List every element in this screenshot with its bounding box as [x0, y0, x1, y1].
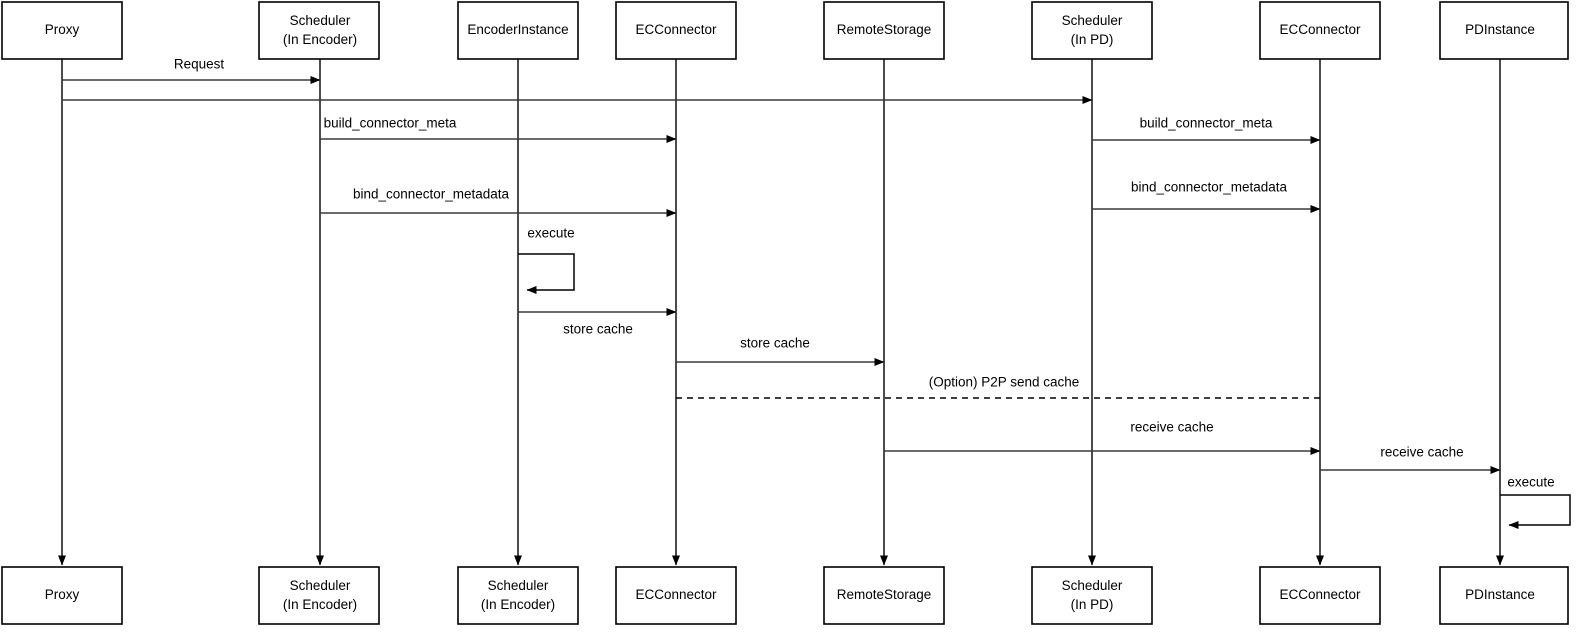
message-m7[interactable]: store cache: [518, 308, 677, 337]
message-m8[interactable]: store cache: [676, 336, 885, 366]
participant-bottom-box[interactable]: [258, 566, 380, 625]
message-m10[interactable]: receive cache: [884, 420, 1321, 455]
participant-bottom-label-line1: PDInstance: [1465, 587, 1535, 602]
message-m3[interactable]: build_connector_meta: [320, 116, 677, 143]
participant-top-remote_store[interactable]: RemoteStorage: [823, 1, 945, 60]
message-label: receive cache: [1380, 445, 1463, 460]
message-m11[interactable]: receive cache: [1320, 445, 1501, 474]
participant-top-label-line2: (In Encoder): [283, 32, 357, 47]
messages-layer: Request build_connector_meta build_connect…: [62, 57, 1501, 474]
participant-top-label-line1: EncoderInstance: [467, 22, 568, 37]
participant-top-box[interactable]: [1031, 1, 1153, 60]
participant-bottom-box[interactable]: [1031, 566, 1153, 625]
message-label: build_connector_meta: [1140, 116, 1273, 131]
participant-top-box[interactable]: [1, 1, 123, 60]
participant-top-sched_enc[interactable]: Scheduler (In Encoder): [258, 1, 380, 60]
participant-boxes-top: Proxy Scheduler (In Encoder) EncoderInstanc…: [1, 1, 1569, 60]
participant-bottom-pd_inst_b[interactable]: PDInstance: [1439, 566, 1569, 625]
participant-bottom-ec_conn_enc_b[interactable]: ECConnector: [615, 566, 737, 625]
message-m6[interactable]: bind_connector_metadata: [1092, 180, 1321, 213]
participant-top-label-line1: Proxy: [45, 22, 80, 37]
participant-top-box[interactable]: [258, 1, 380, 60]
participant-top-box[interactable]: [1439, 1, 1569, 60]
participant-bottom-label-line1: Scheduler: [488, 578, 549, 593]
participant-top-box[interactable]: [1259, 1, 1381, 60]
self-message-path: [518, 253, 575, 294]
participant-bottom-box[interactable]: [615, 566, 737, 625]
participant-top-label-line1: Scheduler: [1062, 13, 1123, 28]
self-message-s1[interactable]: execute: [518, 226, 575, 294]
participant-bottom-box[interactable]: [1, 566, 123, 625]
participant-top-label-line2: (In PD): [1071, 32, 1114, 47]
message-label: Request: [174, 57, 225, 72]
message-label: (Option) P2P send cache: [929, 375, 1080, 390]
participant-top-ec_conn_enc[interactable]: ECConnector: [615, 1, 737, 60]
message-m5[interactable]: bind_connector_metadata: [320, 187, 677, 217]
participant-bottom-remote_store_b[interactable]: RemoteStorage: [823, 566, 945, 625]
participant-top-enc_inst[interactable]: EncoderInstance: [457, 1, 579, 60]
participant-top-ec_conn_pd[interactable]: ECConnector: [1259, 1, 1381, 60]
lifelines-layer: [58, 59, 1504, 566]
self-message-label: execute: [527, 226, 574, 241]
participant-top-label-line1: Scheduler: [290, 13, 351, 28]
message-m1[interactable]: Request: [62, 57, 321, 84]
participant-bottom-label-line2: (In Encoder): [481, 597, 555, 612]
participant-top-box[interactable]: [823, 1, 945, 60]
participant-bottom-box[interactable]: [1259, 566, 1381, 625]
participant-top-box[interactable]: [615, 1, 737, 60]
participant-bottom-box[interactable]: [457, 566, 579, 625]
participant-bottom-label-line2: (In Encoder): [283, 597, 357, 612]
self-messages-layer: execute execute: [518, 226, 1571, 529]
participant-bottom-label-line1: Proxy: [45, 587, 80, 602]
participant-top-box[interactable]: [457, 1, 579, 60]
message-label: store cache: [563, 322, 633, 337]
participant-top-label-line1: RemoteStorage: [837, 22, 932, 37]
participant-bottom-label-line1: ECConnector: [1279, 587, 1361, 602]
participant-top-label-line1: ECConnector: [1279, 22, 1361, 37]
message-label: receive cache: [1130, 420, 1213, 435]
message-label: bind_connector_metadata: [353, 187, 510, 202]
message-m4[interactable]: build_connector_meta: [1092, 116, 1321, 144]
message-label: build_connector_meta: [324, 116, 457, 131]
participant-top-label-line1: ECConnector: [635, 22, 717, 37]
participant-bottom-enc_inst_b[interactable]: Scheduler (In Encoder): [457, 566, 579, 625]
message-label: store cache: [740, 336, 810, 351]
participant-bottom-ec_conn_pd_b[interactable]: ECConnector: [1259, 566, 1381, 625]
participant-bottom-label-line2: (In PD): [1071, 597, 1114, 612]
participant-top-sched_pd[interactable]: Scheduler (In PD): [1031, 1, 1153, 60]
participant-top-pd_inst[interactable]: PDInstance: [1439, 1, 1569, 60]
participant-bottom-sched_enc_b[interactable]: Scheduler (In Encoder): [258, 566, 380, 625]
participant-bottom-label-line1: RemoteStorage: [837, 587, 932, 602]
participant-bottom-label-line1: Scheduler: [290, 578, 351, 593]
participant-bottom-label-line1: ECConnector: [635, 587, 717, 602]
message-label: bind_connector_metadata: [1131, 180, 1288, 195]
participant-bottom-box[interactable]: [823, 566, 945, 625]
participant-top-proxy[interactable]: Proxy: [1, 1, 123, 60]
participant-bottom-label-line1: Scheduler: [1062, 578, 1123, 593]
self-message-label: execute: [1507, 475, 1554, 490]
participant-top-label-line1: PDInstance: [1465, 22, 1535, 37]
participant-boxes-bottom: Proxy Scheduler (In Encoder) Scheduler (In E…: [1, 566, 1569, 625]
participant-bottom-proxy_b[interactable]: Proxy: [1, 566, 123, 625]
self-message-path: [1500, 494, 1571, 529]
message-m9[interactable]: (Option) P2P send cache: [676, 375, 1320, 399]
participant-bottom-sched_pd_b[interactable]: Scheduler (In PD): [1031, 566, 1153, 625]
self-message-s2[interactable]: execute: [1500, 475, 1571, 529]
participant-bottom-box[interactable]: [1439, 566, 1569, 625]
